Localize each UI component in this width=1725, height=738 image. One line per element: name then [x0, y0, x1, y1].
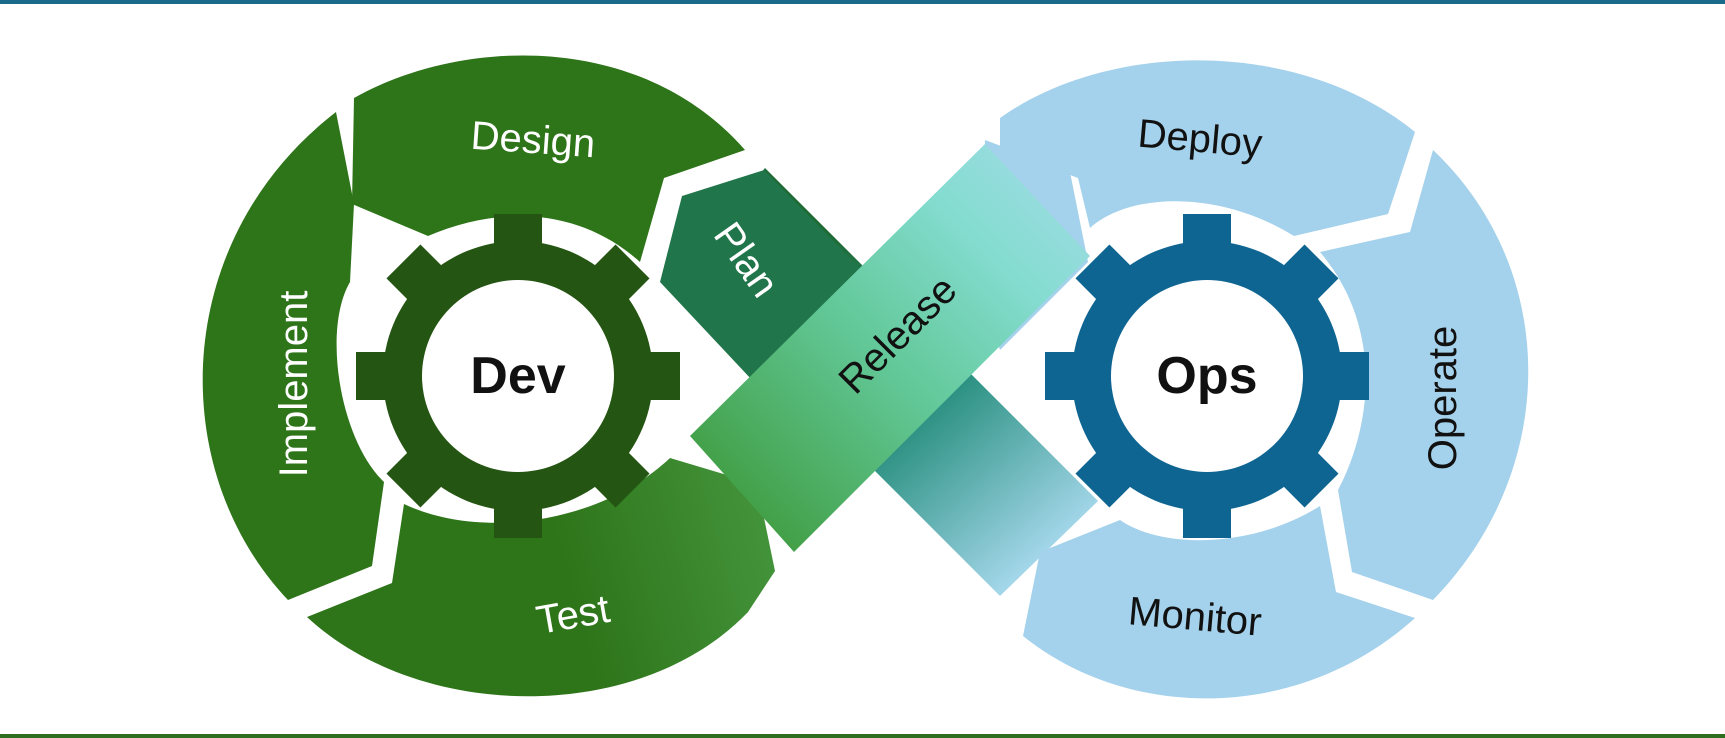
operate-segment [1320, 150, 1529, 600]
monitor-segment [1023, 506, 1415, 699]
implement-segment [202, 112, 384, 600]
deploy-label: Deploy [1136, 112, 1264, 167]
dev-gear-icon [356, 214, 680, 538]
release-band [690, 144, 1090, 552]
ops-gear-icon [1045, 214, 1369, 538]
ops-center-label: Ops [1156, 347, 1257, 405]
operate-label: Operate [1421, 326, 1465, 471]
design-segment [352, 55, 745, 262]
plan-segment [660, 170, 860, 380]
deploy-segment [1000, 60, 1415, 237]
implement-label: Implement [272, 291, 316, 478]
design-label: Design [469, 114, 596, 167]
test-segment [307, 458, 775, 697]
bottom-rule [0, 734, 1725, 738]
dev-center-label: Dev [470, 347, 565, 405]
top-rule [0, 0, 1725, 4]
